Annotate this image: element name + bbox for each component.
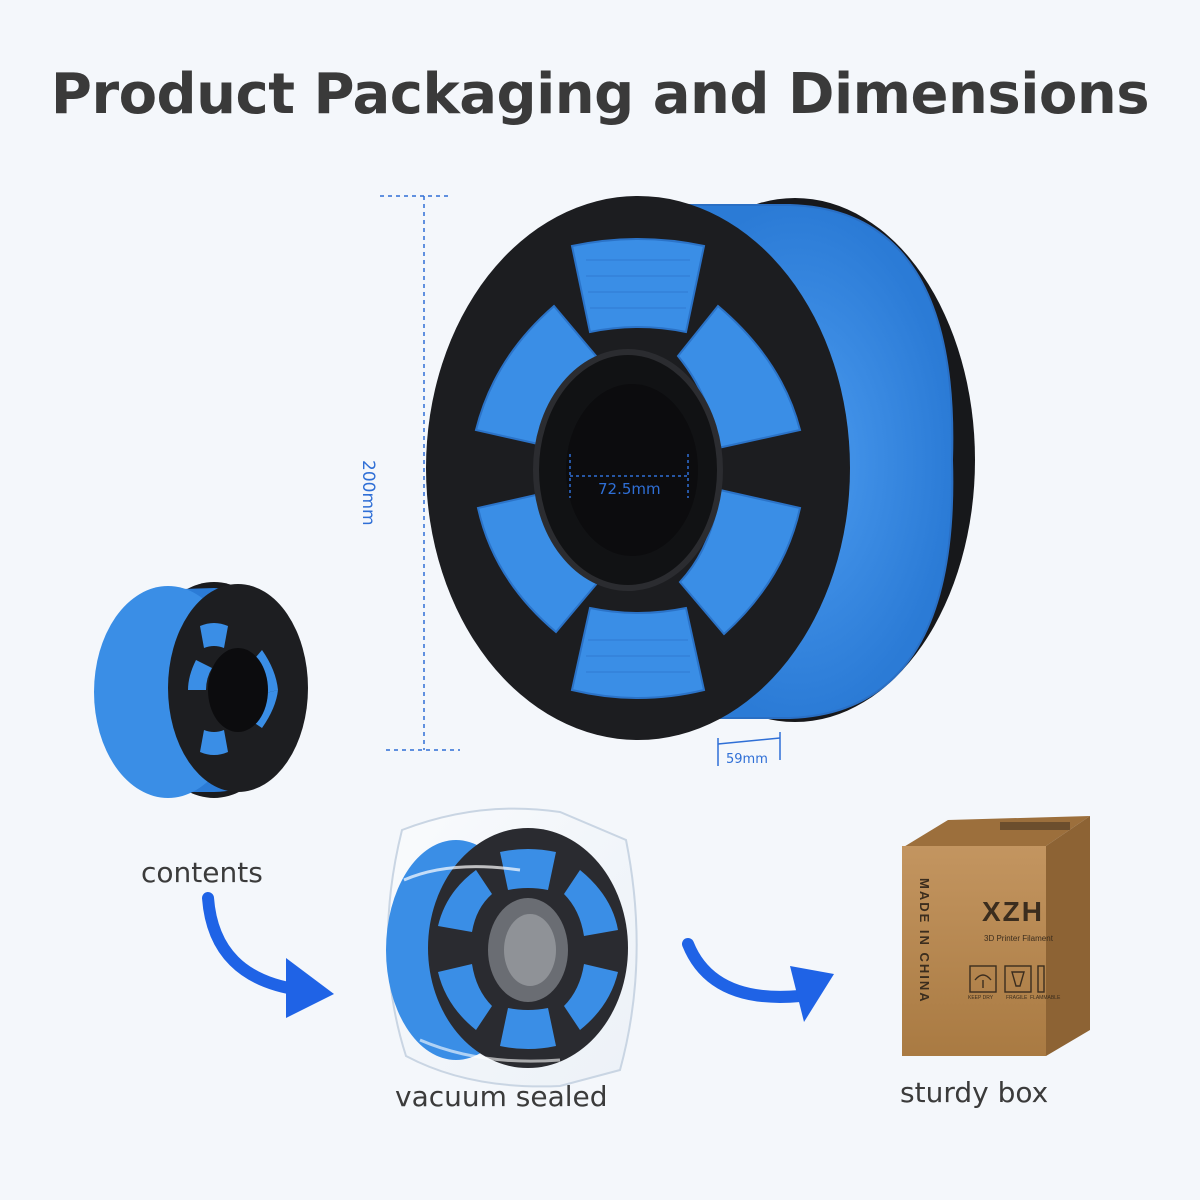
box-side-text: MADE IN CHINA — [917, 878, 932, 1004]
height-dimension-label: 200mm — [358, 460, 378, 526]
height-dimension-line — [380, 195, 460, 751]
keep-dry-icon — [969, 965, 997, 993]
box-subtitle: 3D Printer Filament — [984, 934, 1053, 943]
sturdy-box — [902, 816, 1090, 1056]
box-icon-label-keep-dry: KEEP DRY — [968, 995, 994, 1001]
contents-spool — [94, 582, 308, 798]
arrow-icon — [202, 892, 334, 1018]
hub-diameter-label: 72.5mm — [598, 480, 661, 498]
contents-label: contents — [141, 856, 263, 889]
width-dimension-label: 59mm — [726, 752, 768, 767]
vacuum-sealed-spool — [386, 807, 638, 1088]
box-brand: XZH — [982, 896, 1044, 927]
fragile-icon — [1004, 965, 1032, 993]
page-title: Product Packaging and Dimensions — [50, 62, 1150, 127]
flammable-icon — [1037, 965, 1045, 993]
vacuum-sealed-label: vacuum sealed — [395, 1080, 608, 1113]
box-icon-label-fragile: FRAGILE — [1006, 995, 1028, 1001]
box-icon-label-flammable: FLAMMABLE — [1030, 995, 1061, 1001]
large-spool — [426, 196, 975, 766]
sturdy-box-label: sturdy box — [900, 1076, 1049, 1109]
arrow-icon — [682, 938, 834, 1022]
